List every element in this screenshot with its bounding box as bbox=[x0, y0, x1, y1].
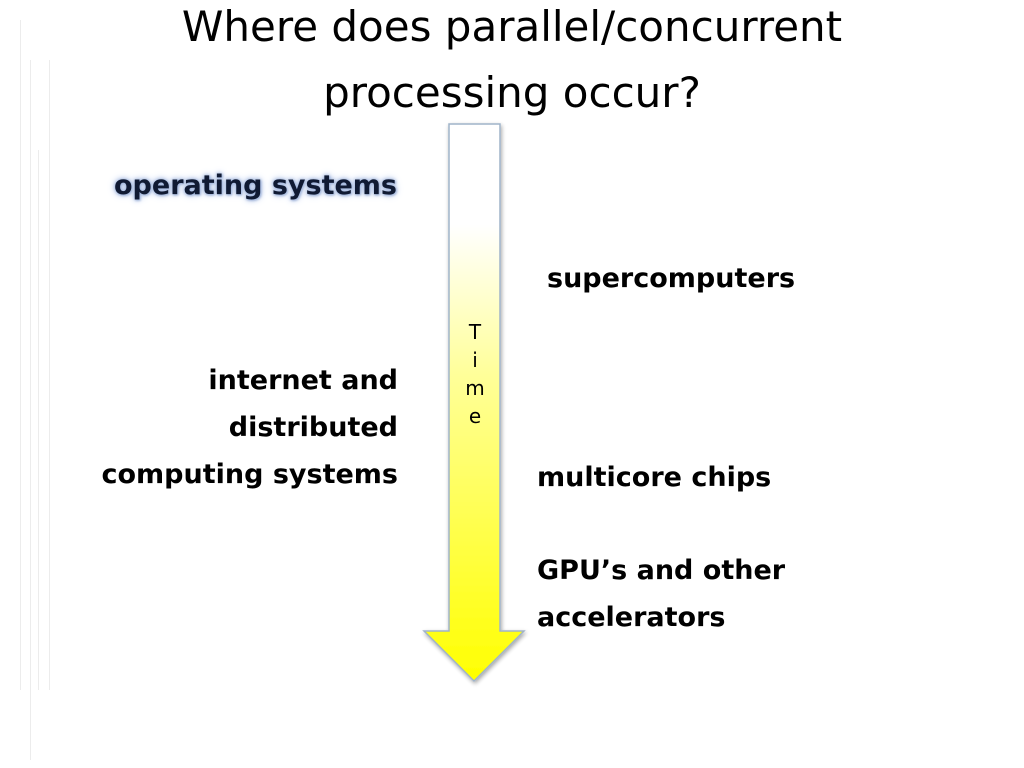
supercomputers-label: supercomputers bbox=[547, 263, 796, 294]
internet-line-2: distributed bbox=[228, 412, 398, 443]
title-line-2: processing occur? bbox=[323, 68, 701, 117]
operating-systems-label: operating systems bbox=[114, 170, 397, 201]
internet-line-3: computing systems bbox=[101, 459, 398, 490]
gpu-line-2: accelerators bbox=[537, 602, 726, 633]
edge-line bbox=[20, 20, 21, 690]
time-letter: i bbox=[472, 348, 478, 372]
edge-line bbox=[49, 60, 50, 690]
time-arrow-shape bbox=[422, 123, 526, 683]
internet-line-1: internet and bbox=[208, 365, 398, 396]
slide-title: Where does parallel/concurrent processin… bbox=[62, 0, 962, 126]
time-letter: T bbox=[468, 320, 482, 344]
edge-line bbox=[38, 150, 39, 690]
internet-distributed-label: internet and distributed computing syste… bbox=[101, 357, 398, 498]
time-letter: m bbox=[465, 376, 485, 400]
gpu-accelerators-label: GPU’s and other accelerators bbox=[537, 547, 785, 641]
time-label: T i m e bbox=[455, 318, 495, 430]
gpu-line-1: GPU’s and other bbox=[537, 555, 786, 586]
time-letter: e bbox=[468, 404, 482, 428]
multicore-chips-label: multicore chips bbox=[537, 462, 772, 493]
title-line-1: Where does parallel/concurrent bbox=[181, 2, 843, 51]
edge-line bbox=[30, 60, 31, 760]
